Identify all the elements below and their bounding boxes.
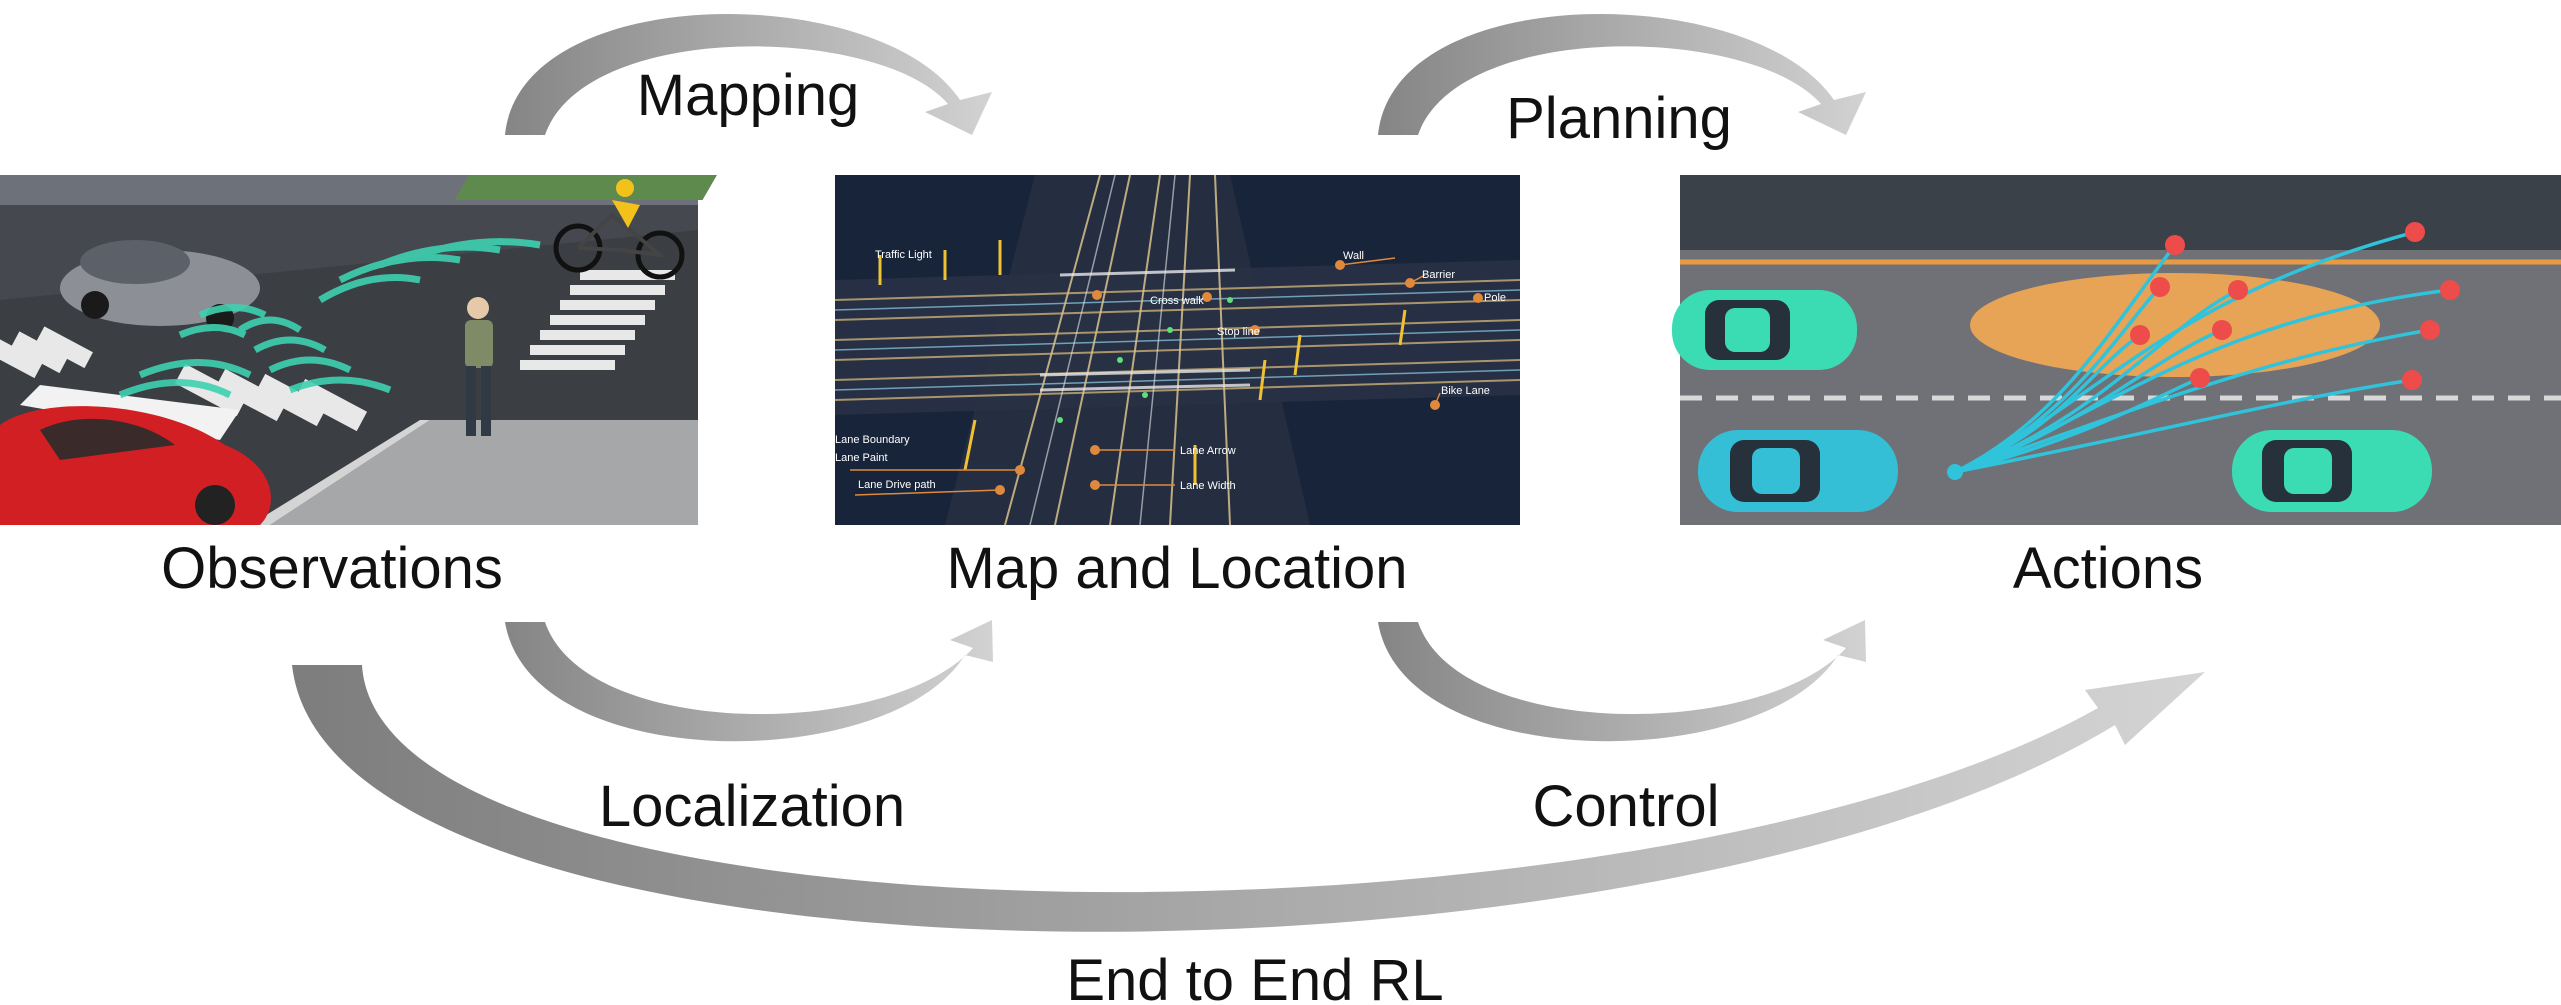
planning-arrow — [1378, 13, 1866, 135]
observations-image — [0, 175, 717, 525]
end-to-end-rl-label: End to End RL — [1066, 948, 1443, 1005]
actions-label: Actions — [2013, 536, 2203, 601]
map-label-pole: Pole — [1484, 292, 1506, 304]
mapping-arrow — [505, 13, 992, 135]
map-label-lane-boundary: Lane Boundary — [835, 434, 910, 446]
planning-label: Planning — [1506, 86, 1732, 151]
map-label-lane-width: Lane Width — [1180, 480, 1236, 492]
car-teal-right-icon — [2232, 430, 2432, 512]
map-and-location-image: Traffic Light Cross walk Stop line Wall … — [834, 174, 1521, 526]
end-to-end-rl-arrow — [292, 665, 2205, 932]
map-label-wall: Wall — [1343, 250, 1364, 262]
map-label-lane-paint: Lane Paint — [835, 452, 888, 464]
map-and-location-label: Map and Location — [946, 536, 1407, 601]
map-label-cross-walk: Cross walk — [1150, 295, 1204, 307]
map-label-lane-drive-path: Lane Drive path — [858, 479, 936, 491]
goal-points — [2130, 222, 2460, 390]
mapping-label: Mapping — [637, 63, 859, 128]
control-label: Control — [1533, 774, 1720, 839]
car-cyan-ego-icon — [1698, 430, 1898, 512]
trajectory-lines — [1954, 230, 2451, 474]
localization-label: Localization — [599, 774, 905, 839]
observations-label: Observations — [161, 536, 503, 601]
localization-arrow — [505, 620, 993, 742]
actions-image — [1672, 175, 2561, 525]
control-arrow — [1378, 620, 1866, 742]
map-label-barrier: Barrier — [1422, 269, 1455, 281]
map-label-lane-arrow: Lane Arrow — [1180, 445, 1236, 457]
map-label-traffic-light: Traffic Light — [875, 249, 932, 261]
map-label-stop-line: Stop line — [1217, 326, 1260, 338]
car-teal-top-icon — [1672, 290, 1857, 370]
map-label-bike-lane: Bike Lane — [1441, 385, 1490, 397]
